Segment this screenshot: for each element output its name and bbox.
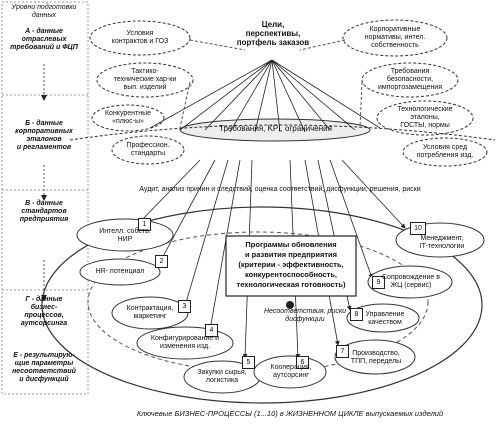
programs-box-label: Программы обновления и развития предприя…	[236, 240, 346, 289]
process-5-label: Закупки сырья, логистика	[197, 369, 247, 384]
levels-header: Уровни подготовки данных	[11, 4, 77, 19]
level-v-label: В - данные стандартов предприятия	[19, 200, 69, 223]
process-5-number: 5	[242, 356, 255, 369]
requirements-label: Требования, KPI, ограничения	[219, 124, 332, 133]
process-6-number: 6	[296, 356, 309, 369]
ellipse-tech-standards-label: Технологические эталоны, ГОСТЫ, нормы	[397, 106, 453, 129]
ellipse-corp-norms	[342, 19, 448, 57]
process-9-number: 9	[372, 276, 385, 289]
process-8-label: Управление качеством	[365, 311, 405, 326]
ellipse-ttx-label: Тактико- технические хар-ки вып. изделий	[113, 68, 177, 91]
ellipse-ttx	[96, 62, 194, 98]
mismatch-label: Несоответствия, риски дисфункции	[263, 308, 347, 323]
level-b-label: Б - данные корпоративных эталонов и регл…	[15, 120, 73, 151]
ellipse-env	[402, 137, 488, 167]
ellipse-contracts	[89, 20, 191, 56]
level-e-label: Е - результирую- щие параметры несоответ…	[12, 352, 76, 383]
ellipse-competitive-label: Конкурентные «плюс-ы»	[104, 110, 152, 125]
ellipse-prof-standards-label: Профессион. стандарты	[126, 142, 170, 157]
goals-label: Цели, перспективы, портфель заказов	[236, 20, 310, 47]
ellipse-corp-norms-label: Корпоративные нормативы, интел. собствен…	[364, 26, 426, 49]
caption: Ключевые БИЗНЕС-ПРОЦЕССЫ (1...10) в ЖИЗН…	[136, 409, 444, 418]
process-9-label: Сопровождение в ЖЦ (сервис)	[382, 274, 440, 289]
ellipse-tech-standards	[376, 100, 474, 136]
ellipse-env-label: Условия сред потребления изд.	[416, 144, 474, 159]
ellipse-prof-standards	[111, 135, 185, 165]
process-2-label: HR- потенциал	[95, 268, 145, 275]
process-10-number: 10	[410, 222, 426, 235]
level-a-label: А - данные отраслевых требований и ФЦП	[10, 28, 78, 51]
process-7-label: Производство, ТПП, переделы	[350, 350, 402, 365]
process-4-label: Конфигурирование и изменения изд.	[150, 335, 220, 350]
process-3-label: Контрактация, маркетинг	[126, 305, 174, 320]
ellipse-safety-label: Требования безопасности, импортозамещени…	[377, 68, 443, 91]
ellipse-contracts-label: Условия контрактов и ГОЗ	[111, 30, 169, 45]
process-4-number: 4	[205, 324, 218, 337]
audit-label: Аудит, анализ причин и следствий, оценка…	[139, 186, 421, 193]
process-8-number: 8	[350, 308, 363, 321]
level-g-label: Г - данные бизнес- процессов, аутсорсинг…	[20, 296, 68, 327]
ellipse-competitive	[91, 104, 165, 132]
ellipse-safety	[361, 62, 459, 98]
process-6-label: Кооперация, аутсорсинг	[270, 364, 312, 379]
process-1-number: 1	[138, 218, 151, 231]
process-7-number: 7	[336, 345, 349, 358]
process-10-label: Менеджмент, IT-технологии	[419, 235, 465, 250]
process-1-label: Интелл. собств. НИР	[99, 228, 151, 243]
process-2-number: 2	[155, 255, 168, 268]
process-3-number: 3	[178, 300, 191, 313]
